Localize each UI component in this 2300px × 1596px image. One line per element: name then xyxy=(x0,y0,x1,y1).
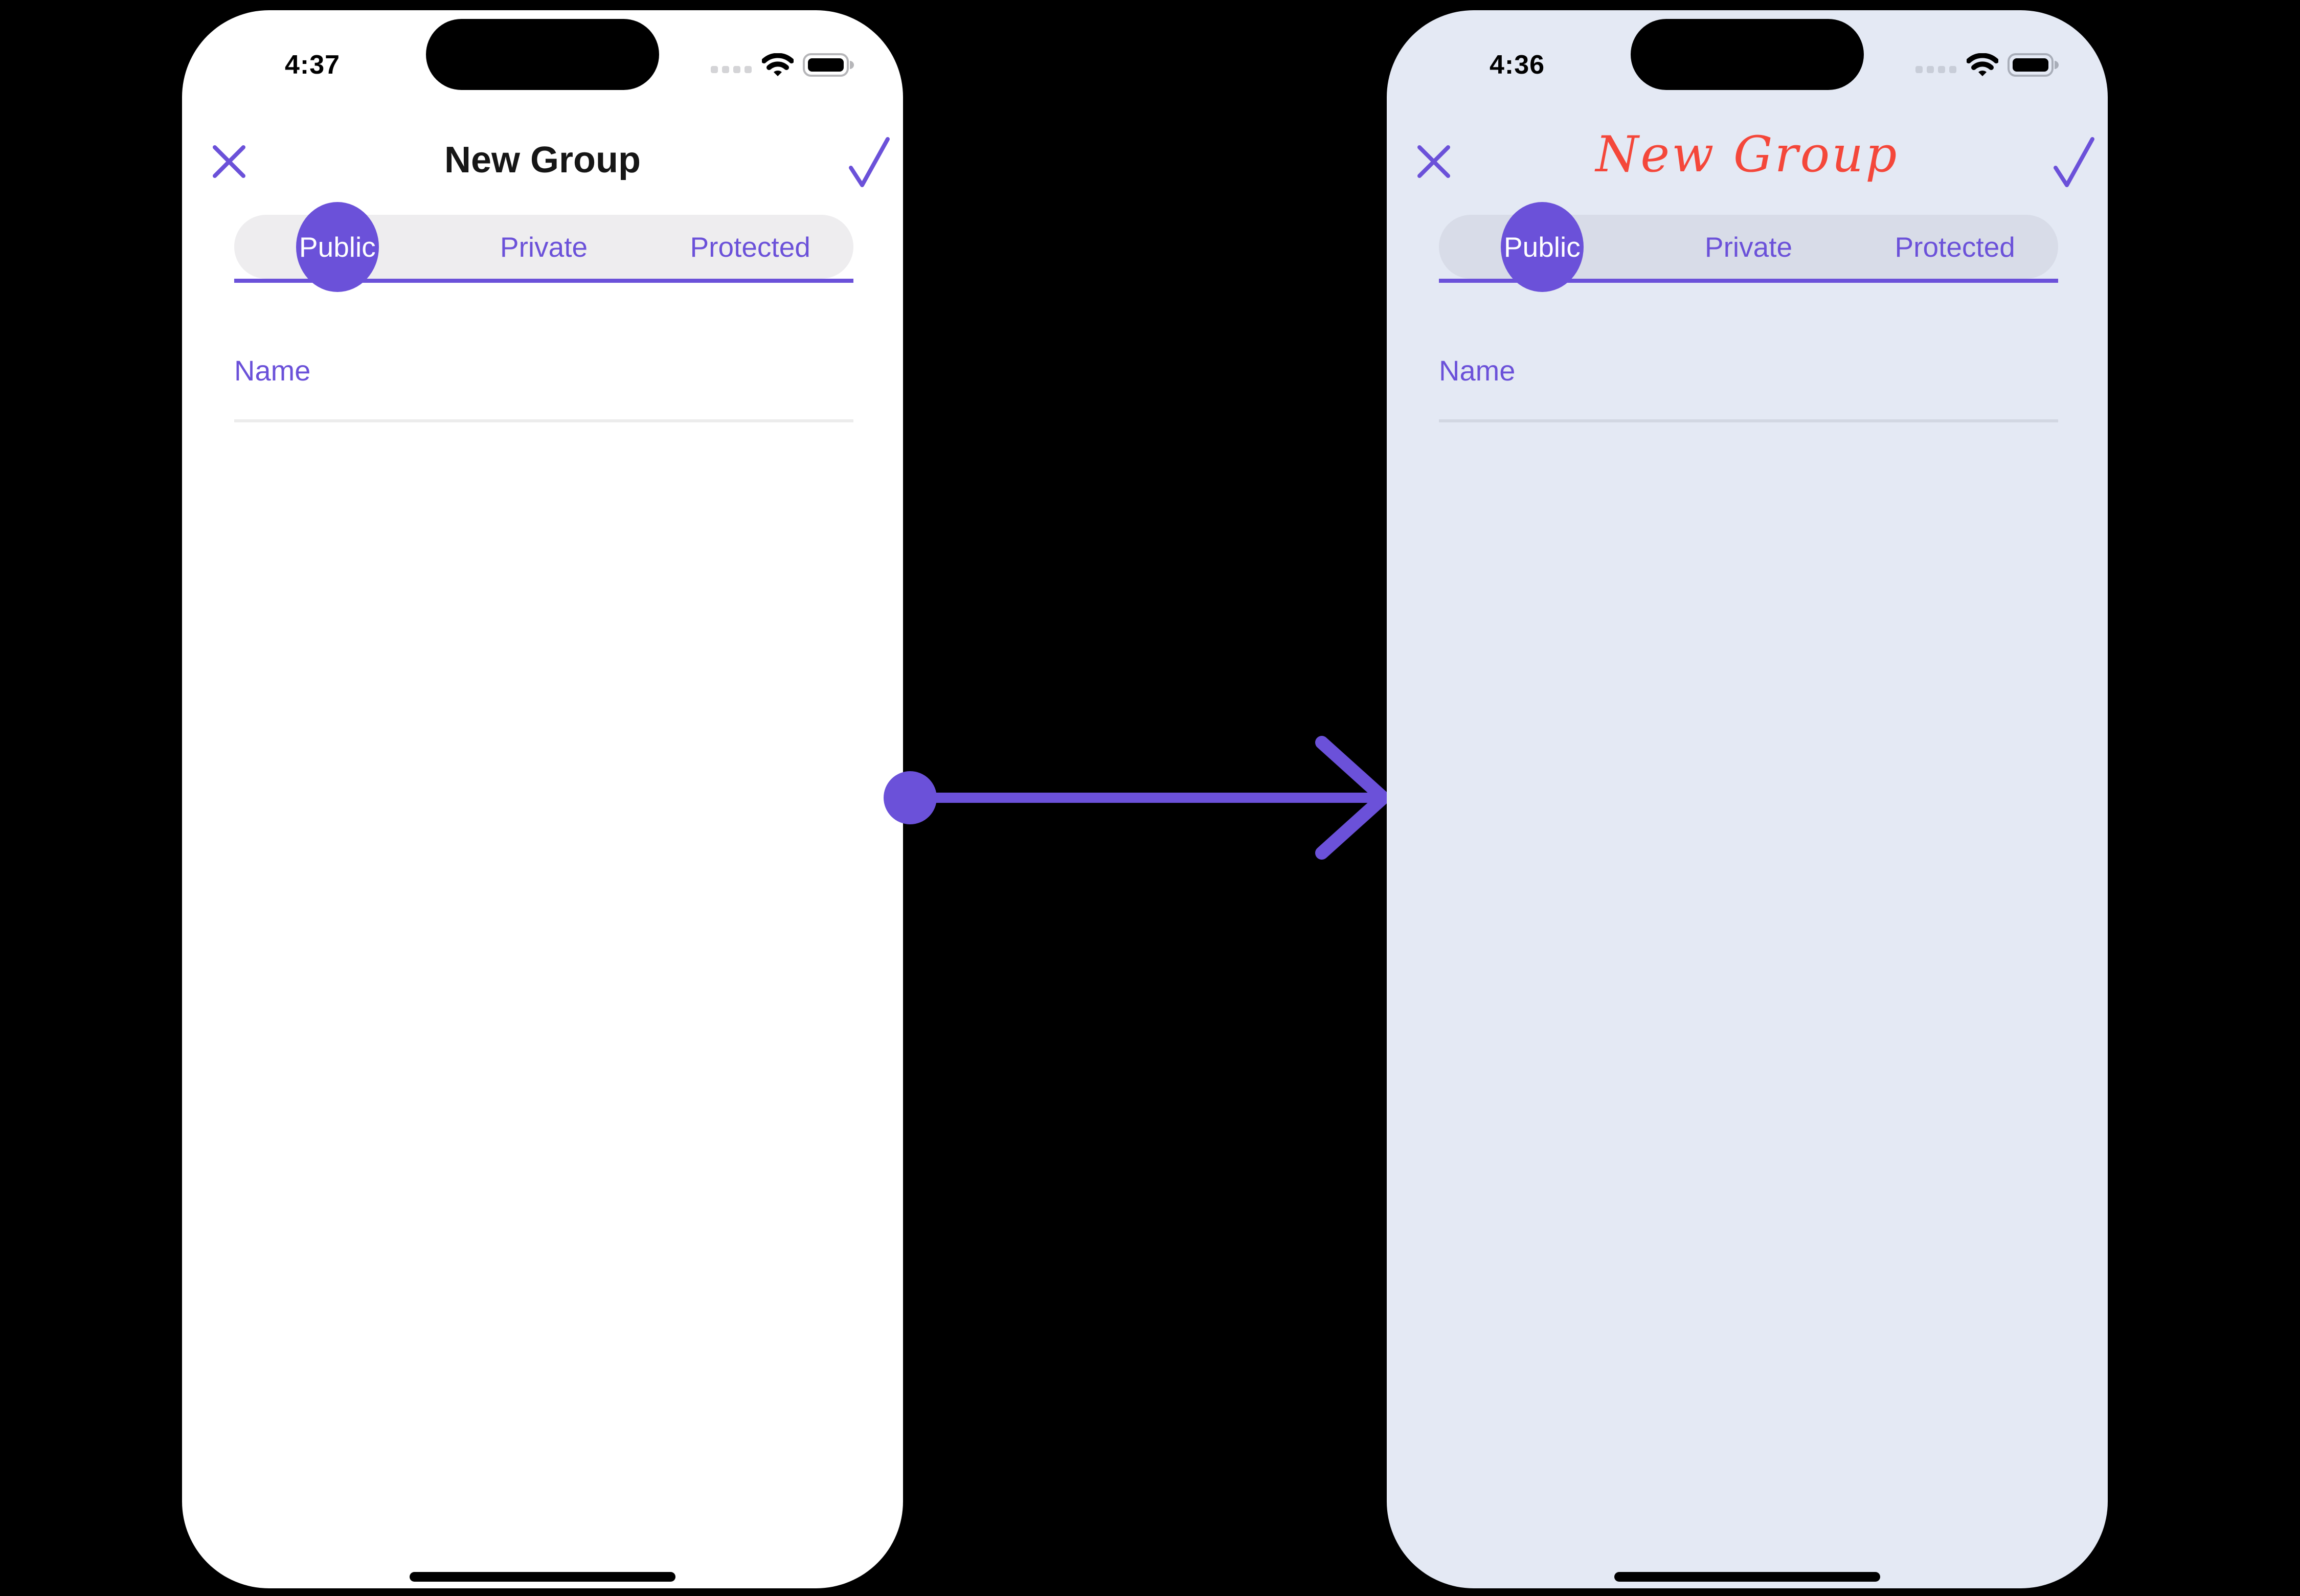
arrow-right-icon xyxy=(884,736,1390,860)
tab-protected[interactable]: Protected xyxy=(647,215,853,279)
page-title: New Group xyxy=(444,140,641,181)
segmented-underline xyxy=(1439,279,2058,283)
close-icon[interactable] xyxy=(1415,143,1452,180)
right-phone-mockup: 4:36 New Group Public xyxy=(1387,10,2108,1588)
dynamic-island xyxy=(1631,19,1864,90)
home-indicator xyxy=(1614,1572,1880,1582)
wifi-icon xyxy=(762,53,794,76)
status-time: 4:36 xyxy=(1489,50,1545,80)
left-phone-mockup: 4:37 New Group Public xyxy=(182,10,903,1588)
checkmark-icon[interactable] xyxy=(2053,136,2095,189)
tab-public[interactable]: Public xyxy=(1439,201,1645,292)
status-time: 4:37 xyxy=(284,50,341,80)
name-input[interactable] xyxy=(234,354,853,387)
cellular-dots-icon xyxy=(711,66,752,73)
checkmark-icon[interactable] xyxy=(848,136,891,189)
status-icons xyxy=(1915,10,2059,120)
tab-protected[interactable]: Protected xyxy=(1852,215,2058,279)
visibility-segmented-control: Public Private Protected xyxy=(1439,201,2058,292)
selected-tab-indicator xyxy=(1500,201,1584,292)
tab-private[interactable]: Private xyxy=(1645,215,1852,279)
segmented-underline xyxy=(234,279,853,283)
name-input[interactable] xyxy=(1439,354,2058,387)
wifi-icon xyxy=(1967,53,1998,76)
status-icons xyxy=(711,10,854,120)
tab-private[interactable]: Private xyxy=(441,215,647,279)
close-icon[interactable] xyxy=(211,143,247,180)
battery-icon xyxy=(2008,53,2059,77)
cellular-dots-icon xyxy=(1915,66,1956,73)
page-title: New Group xyxy=(1595,126,1899,183)
tab-public[interactable]: Public xyxy=(234,201,441,292)
home-indicator xyxy=(410,1572,675,1582)
name-field xyxy=(1439,354,2058,422)
name-field xyxy=(234,354,853,422)
battery-icon xyxy=(803,53,854,77)
selected-tab-indicator xyxy=(296,201,379,292)
visibility-segmented-control: Public Private Protected xyxy=(234,201,853,292)
dynamic-island xyxy=(426,19,659,90)
